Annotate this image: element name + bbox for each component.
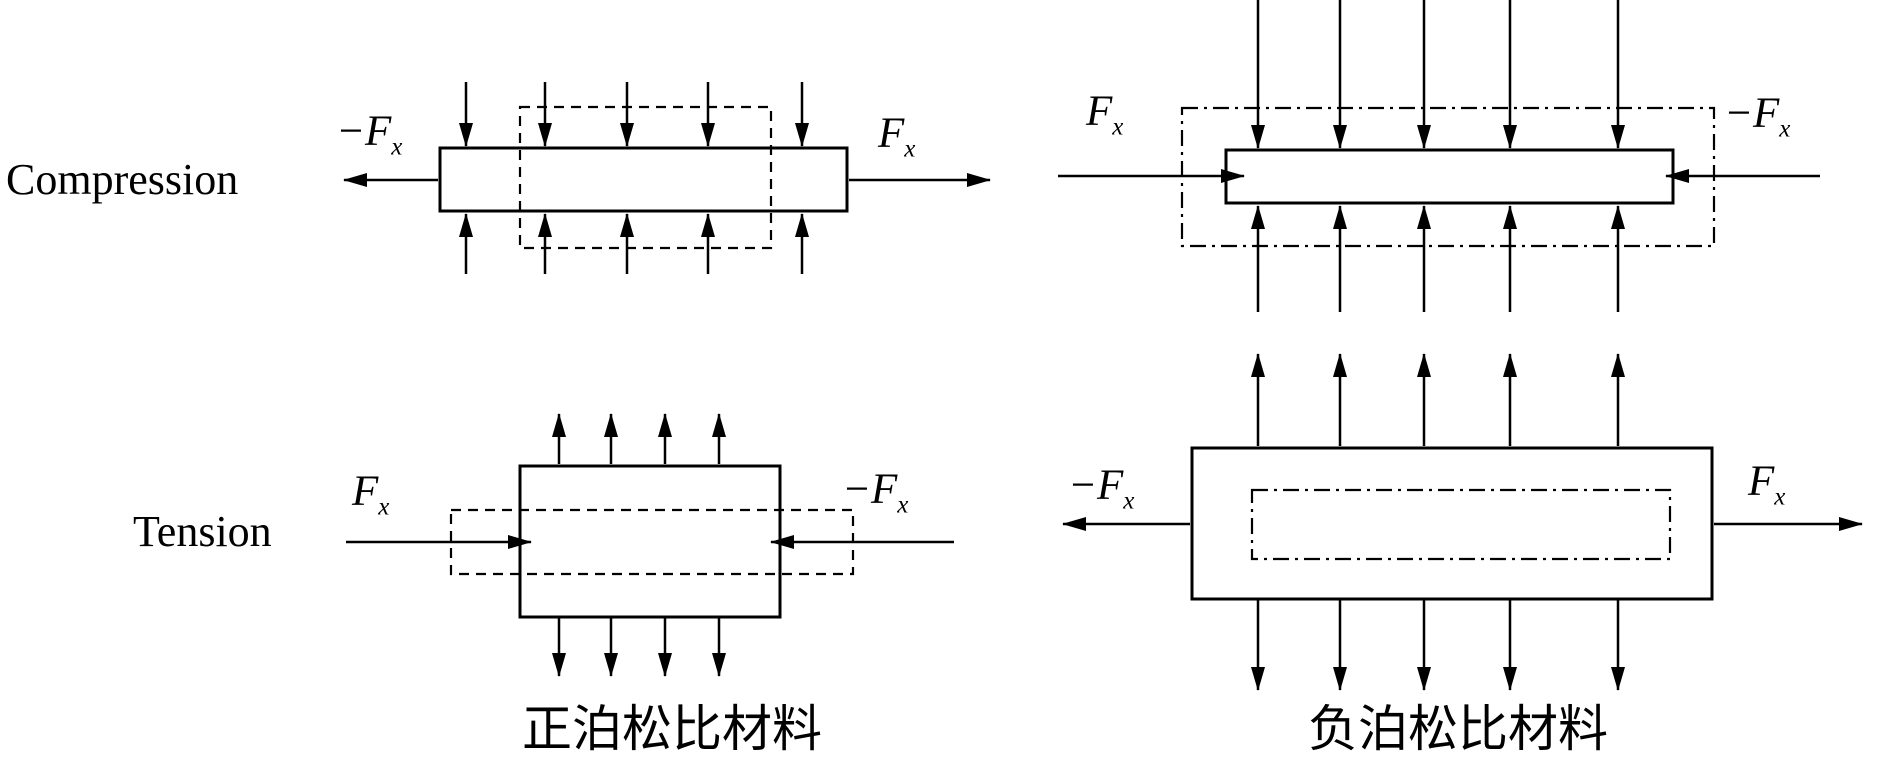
force-symbol: F bbox=[1086, 88, 1113, 135]
compression-negative-diagram bbox=[1058, 0, 1820, 312]
specimen-rect bbox=[518, 464, 782, 619]
force-label-negative-fx: −Fx bbox=[842, 466, 908, 519]
force-symbol: −F bbox=[842, 466, 898, 513]
force-subscript: x bbox=[1112, 113, 1124, 141]
specimen-rect bbox=[1190, 446, 1714, 601]
force-label-positive-fx: Fx bbox=[1086, 88, 1123, 141]
compression-positive-diagram bbox=[343, 82, 991, 274]
force-subscript: x bbox=[1123, 487, 1135, 515]
tension-positive-diagram bbox=[346, 413, 954, 677]
force-symbol: −F bbox=[1724, 90, 1780, 137]
caption-negative-poisson-material: 负泊松比材料 bbox=[1308, 701, 1608, 757]
force-subscript: x bbox=[897, 491, 909, 519]
force-symbol: F bbox=[352, 468, 379, 515]
force-symbol: F bbox=[878, 110, 905, 157]
force-label-positive-fx: Fx bbox=[878, 110, 915, 163]
force-label-positive-fx: Fx bbox=[352, 468, 389, 521]
force-subscript: x bbox=[378, 493, 390, 521]
reference-outline-dashed bbox=[518, 105, 773, 250]
force-label-negative-fx: −Fx bbox=[1724, 90, 1790, 143]
force-label-negative-fx: −Fx bbox=[1068, 462, 1134, 515]
force-subscript: x bbox=[391, 133, 403, 161]
row-label-tension: Tension bbox=[133, 507, 272, 556]
reference-outline-dashdot bbox=[1250, 488, 1672, 561]
caption-positive-poisson-material: 正泊松比材料 bbox=[522, 701, 822, 757]
force-symbol: −F bbox=[336, 108, 392, 155]
tension-negative-diagram bbox=[1062, 353, 1863, 691]
row-label-compression: Compression bbox=[6, 155, 239, 204]
force-subscript: x bbox=[904, 135, 916, 163]
force-subscript: x bbox=[1779, 115, 1791, 143]
force-symbol: F bbox=[1748, 458, 1775, 505]
reference-outline-dashdot bbox=[1180, 106, 1716, 248]
force-label-negative-fx: −Fx bbox=[336, 108, 402, 161]
force-symbol: −F bbox=[1068, 462, 1124, 509]
specimen-rect bbox=[1224, 148, 1675, 205]
specimen-rect bbox=[438, 146, 849, 213]
force-subscript: x bbox=[1774, 483, 1786, 511]
force-label-positive-fx: Fx bbox=[1748, 458, 1785, 511]
